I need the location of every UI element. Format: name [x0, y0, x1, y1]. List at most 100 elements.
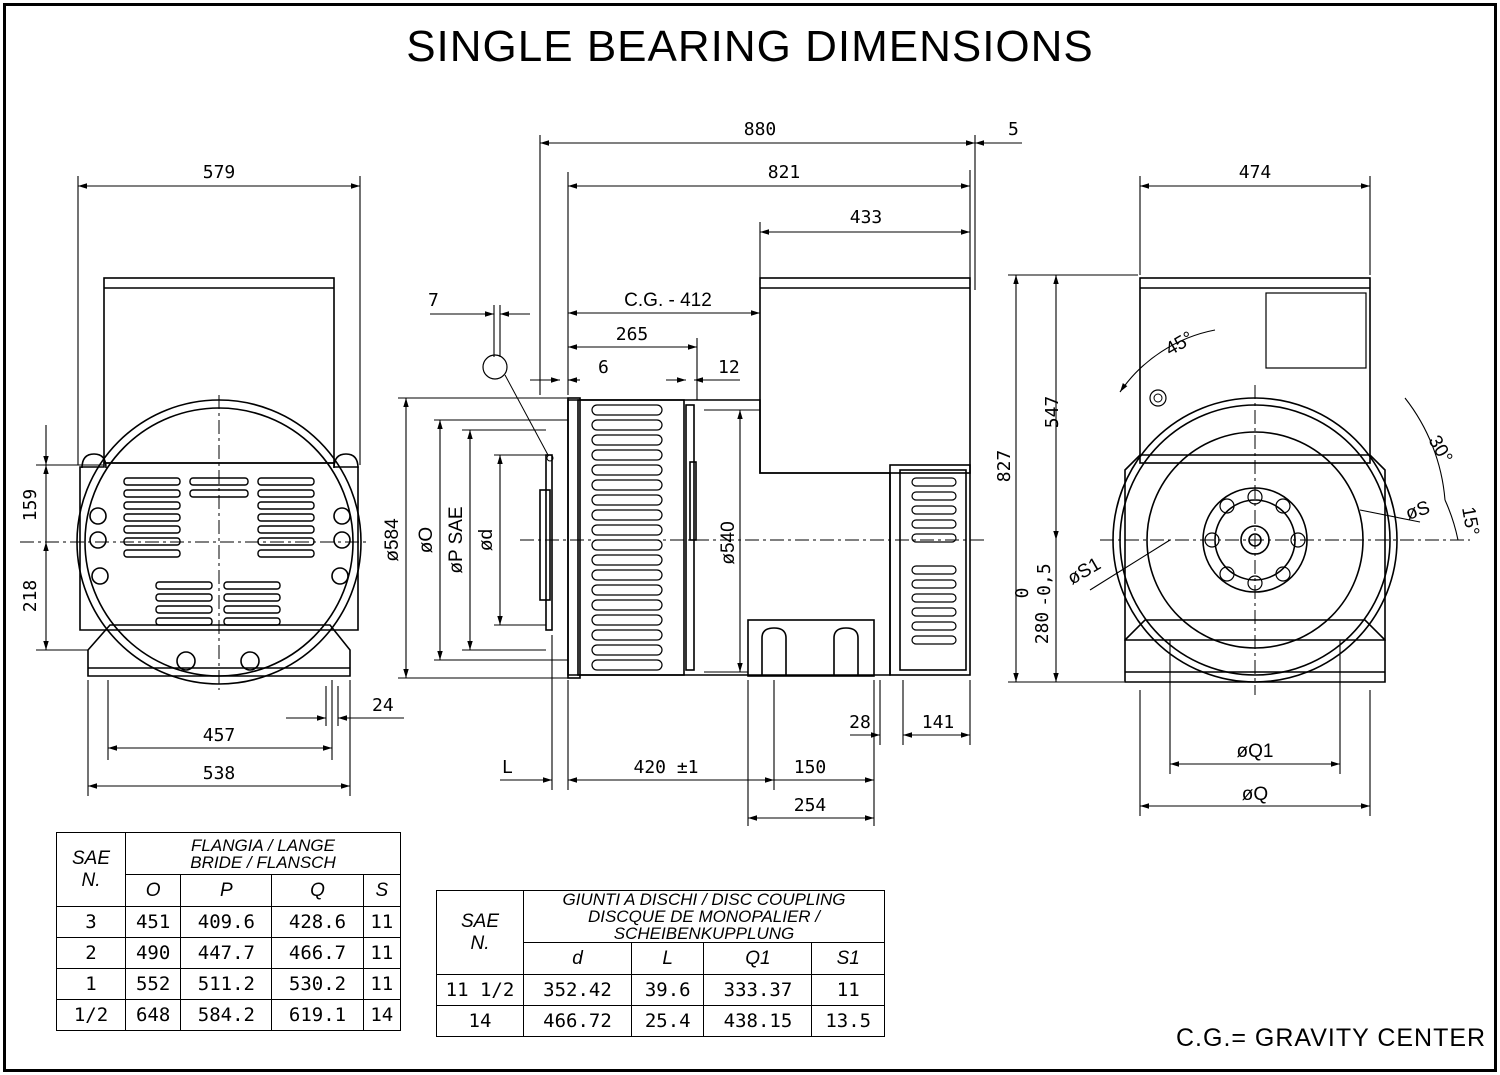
dim-diaP: øP SAE: [446, 506, 467, 573]
table-row: 1 552 511.2 530.2 11: [56, 968, 402, 1000]
table-row: 11 1/2 352.42 39.6 333.37 11: [436, 974, 885, 1006]
table-row: 2 490 447.7 466.7 11: [56, 937, 402, 969]
dim-218: 218: [20, 580, 41, 613]
dim-diaS: øS: [1403, 497, 1433, 524]
dim-diaO: øO: [416, 527, 437, 553]
angle-15: 15°: [1457, 505, 1483, 537]
end-view: [1100, 277, 1470, 695]
table-cell: 409.6: [180, 906, 273, 938]
dim-141: 141: [922, 712, 955, 733]
dim-420: 420 ±1: [633, 757, 698, 778]
table-cell: 11: [362, 968, 402, 1000]
tol-lower: -0,5: [1034, 563, 1055, 606]
front-dimensions: [36, 176, 404, 796]
flange-col-O: O: [124, 874, 182, 907]
table-cell: 39.6: [630, 974, 705, 1006]
dim-cg: C.G. - 412: [624, 290, 712, 311]
tol-upper: 0: [1012, 588, 1033, 599]
table-cell: 25.4: [630, 1005, 705, 1037]
gravity-center-note: C.G.= GRAVITY CENTER: [1176, 1024, 1487, 1052]
side-dimension-labels: 880 5 821 433 C.G. - 412 7 265 6 12 ø584…: [382, 119, 1019, 816]
dim-24: 24: [372, 695, 394, 716]
table-cell: 1/2: [56, 999, 126, 1031]
end-dimension-labels: 474 547 827 280 0 -0,5 45° 30° 15° øS øS…: [994, 162, 1483, 805]
table-cell: 2: [56, 937, 126, 969]
dim-547: 547: [1042, 396, 1063, 429]
dim-5: 5: [1008, 119, 1019, 140]
dim-880: 880: [744, 119, 777, 140]
table-cell: 447.7: [180, 937, 273, 969]
dim-diaQ1: øQ1: [1237, 741, 1274, 762]
flange-col-Q: Q: [271, 874, 364, 907]
dim-6: 6: [598, 357, 609, 378]
dim-821: 821: [768, 162, 801, 183]
table-cell: 13.5: [811, 1005, 885, 1037]
end-dimensions: [1008, 176, 1459, 816]
flange-col-P: P: [180, 874, 273, 907]
table-cell: 466.72: [523, 1005, 632, 1037]
table-cell: 11 1/2: [436, 974, 524, 1006]
table-cell: 451: [124, 906, 182, 938]
flange-col-S: S: [362, 874, 402, 907]
table-cell: 11: [362, 906, 402, 938]
table-cell: 530.2: [271, 968, 364, 1000]
dim-12: 12: [718, 357, 740, 378]
dim-L: L: [502, 757, 513, 778]
dim-dia540: ø540: [718, 521, 739, 564]
dim-7: 7: [428, 290, 439, 311]
table-cell: 584.2: [180, 999, 273, 1031]
table-cell: 11: [362, 937, 402, 969]
angle-45: 45°: [1162, 328, 1197, 361]
dim-diaQ: øQ: [1242, 784, 1268, 805]
table-cell: 438.15: [703, 1005, 813, 1037]
dim-433: 433: [850, 207, 883, 228]
drawing-frame: [3, 3, 1497, 1072]
dim-28: 28: [849, 712, 871, 733]
table-cell: 619.1: [271, 999, 364, 1031]
front-view: [20, 277, 370, 690]
dim-254: 254: [794, 795, 827, 816]
table-row: 1/2 648 584.2 619.1 14: [56, 999, 402, 1031]
dim-457: 457: [203, 725, 236, 746]
side-view: [482, 277, 985, 679]
dim-579: 579: [203, 162, 236, 183]
coupling-col-Q1: Q1: [703, 942, 813, 975]
side-dimensions: [398, 135, 1022, 826]
table-cell: 511.2: [180, 968, 273, 1000]
table-cell: 490: [124, 937, 182, 969]
coupling-col-S1: S1: [811, 942, 885, 975]
dim-265: 265: [616, 324, 649, 345]
table-cell: 1: [56, 968, 126, 1000]
coupling-col-L: L: [630, 942, 705, 975]
dim-159: 159: [20, 489, 41, 522]
table-cell: 352.42: [523, 974, 632, 1006]
table-cell: 333.37: [703, 974, 813, 1006]
drawing-title: SINGLE BEARING DIMENSIONS: [406, 22, 1094, 71]
coupling-col-d: d: [523, 942, 632, 975]
front-dimension-labels: 579 457 538 24 159 218: [20, 162, 394, 784]
table-cell: 428.6: [271, 906, 364, 938]
table-cell: 11: [811, 974, 885, 1006]
dim-dia584: ø584: [382, 518, 403, 562]
dim-diad: ød: [476, 529, 497, 551]
dim-150: 150: [794, 757, 827, 778]
table-cell: 14: [362, 999, 402, 1031]
dim-474: 474: [1239, 162, 1272, 183]
dim-280: 280: [1032, 612, 1053, 645]
table-cell: 552: [124, 968, 182, 1000]
table-cell: 3: [56, 906, 126, 938]
dim-827: 827: [994, 450, 1015, 483]
table-cell: 14: [436, 1005, 524, 1037]
dim-538: 538: [203, 763, 236, 784]
table-cell: 466.7: [271, 937, 364, 969]
table-row: 14 466.72 25.4 438.15 13.5: [436, 1005, 885, 1037]
table-cell: 648: [124, 999, 182, 1031]
table-row: 3 451 409.6 428.6 11: [56, 906, 402, 938]
